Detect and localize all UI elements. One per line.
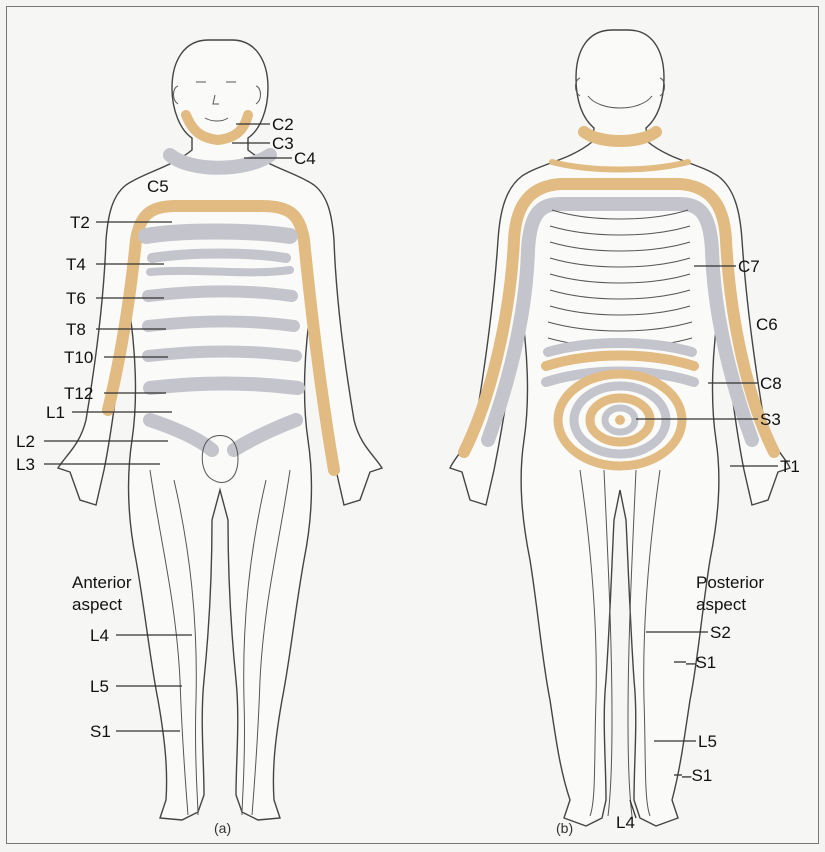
posterior-body-outline: [450, 30, 790, 826]
anterior-figure: C2 C3 C4 C5 T2 T4 T6 T8 T10 T12 L1 L2 L3…: [16, 40, 382, 836]
label-c5: C5: [147, 177, 169, 196]
label-l5: L5: [698, 732, 717, 751]
label-t12: T12: [64, 384, 93, 403]
label-l1: L1: [46, 403, 65, 422]
label-t6: T6: [66, 289, 86, 308]
anterior-aspect-line2: aspect: [72, 595, 122, 614]
label-c8: C8: [760, 374, 782, 393]
label-t8: T8: [66, 320, 86, 339]
label-l4: L4: [616, 813, 635, 832]
label-c3: C3: [272, 134, 294, 153]
posterior-sacral-rings: [558, 374, 682, 466]
label-c2: C2: [272, 115, 294, 134]
label-s1-upper: –S1: [686, 653, 716, 672]
posterior-aspect-line2: aspect: [696, 595, 746, 614]
label-t4: T4: [66, 255, 86, 274]
label-t10: T10: [64, 348, 93, 367]
posterior-caption: (b): [556, 820, 573, 836]
anterior-caption: (a): [214, 820, 231, 836]
label-l5: L5: [90, 677, 109, 696]
label-l4: L4: [90, 626, 109, 645]
label-s2: S2: [710, 623, 731, 642]
label-c7: C7: [738, 257, 760, 276]
label-t2: T2: [70, 213, 90, 232]
label-c4: C4: [294, 149, 316, 168]
label-s1-lower: –S1: [682, 766, 712, 785]
posterior-aspect-line1: Posterior: [696, 573, 764, 592]
posterior-figure: C7 C6 C8 S3 T1 Posterior aspect S2 –S1 L…: [450, 30, 800, 836]
label-l3: L3: [16, 455, 35, 474]
label-s3: S3: [760, 410, 781, 429]
anterior-aspect-line1: Anterior: [72, 573, 132, 592]
label-s1: S1: [90, 722, 111, 741]
label-l2: L2: [16, 432, 35, 451]
label-t1: T1: [780, 457, 800, 476]
label-c6: C6: [756, 315, 778, 334]
